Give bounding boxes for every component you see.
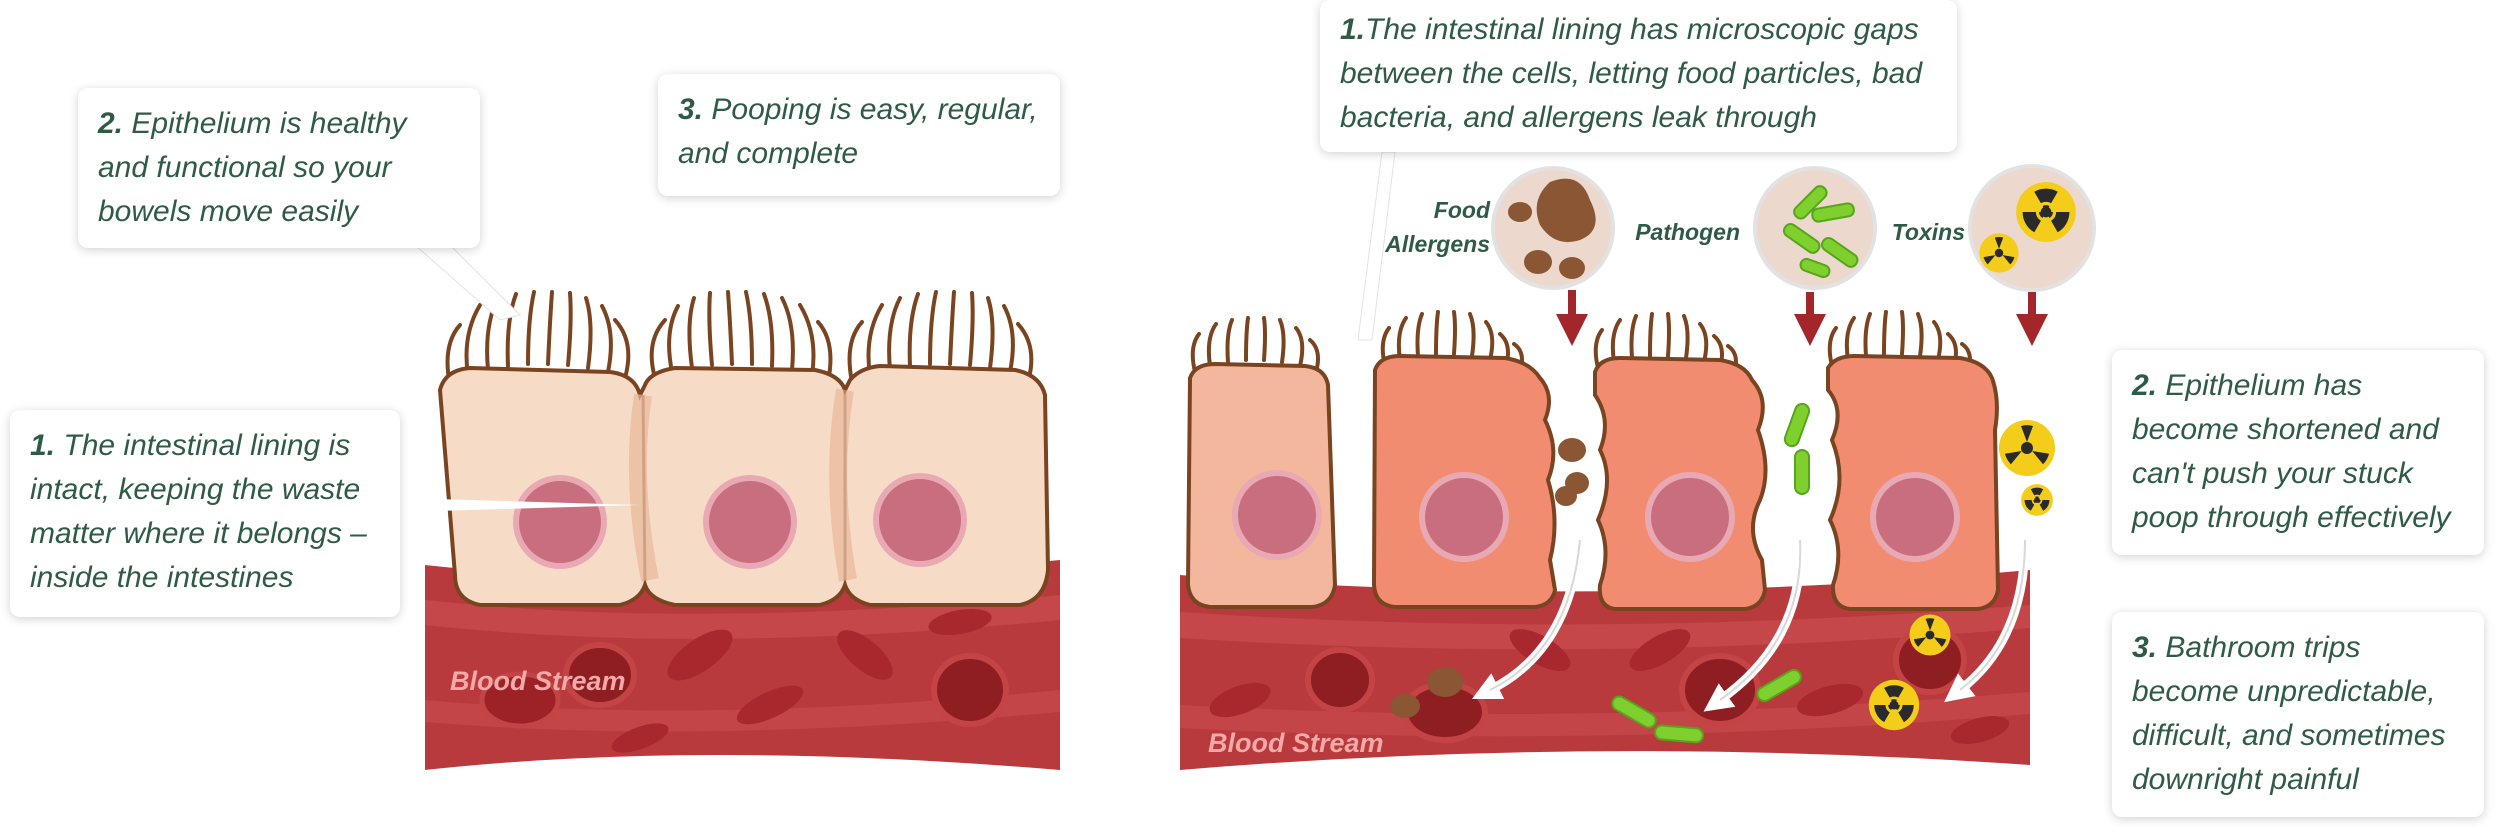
entry-arrows <box>1556 290 2048 346</box>
food-label-line2: Allergens <box>1384 231 1490 257</box>
right-leaky-epithelium <box>1185 310 2055 744</box>
left-callout-3: 3. Pooping is easy, regular, and complet… <box>658 74 1060 196</box>
right-blood-stream: Blood Stream <box>1180 570 2030 770</box>
toxins-label: Toxins <box>1892 219 1965 245</box>
right-callout-2-text: Epithelium has become shortened and can'… <box>2132 369 2451 534</box>
leaking-pathogens <box>1611 402 1811 744</box>
left-callout-2-pointer <box>413 244 521 321</box>
leak-arrow-outlines <box>1489 539 2026 701</box>
leaking-food-particles <box>1390 438 1589 718</box>
left-callout-1-number: 1. <box>30 429 56 462</box>
right-callout-3: 3. Bathroom trips become unpredictable, … <box>2112 612 2484 817</box>
food-label-line1: Food <box>1434 197 1491 223</box>
left-callout-3-text: Pooping is easy, regular, and complete <box>678 93 1038 170</box>
left-callout-2: 2. Epithelium is healthy and functional … <box>78 88 480 248</box>
right-callout-1: 1.The intestinal lining has microscopic … <box>1320 0 1957 152</box>
right-callout-3-number: 3. <box>2132 631 2158 664</box>
right-callout-1-text: The intestinal lining has microscopic ga… <box>1340 13 1923 134</box>
left-nuclei <box>513 473 967 569</box>
food-allergens-circle <box>1491 166 1615 290</box>
left-red-blood-cells <box>479 608 1009 753</box>
right-callout-3-text: Bathroom trips become unpredictable, dif… <box>2132 631 2446 796</box>
right-callout-2-pointer <box>1998 350 2118 430</box>
left-callout-1-pointer <box>400 498 640 512</box>
left-blood-stream-label: Blood Stream <box>450 666 626 696</box>
right-callout-2-number: 2. <box>2132 369 2158 402</box>
pathogen-label: Pathogen <box>1635 219 1740 245</box>
left-microvilli <box>445 290 1034 387</box>
right-microvilli <box>1190 310 1972 376</box>
left-callout-1: 1. The intestinal lining is intact, keep… <box>10 410 400 617</box>
right-nuclei <box>1232 470 1960 562</box>
right-callout-2: 2. Epithelium has become shortened and c… <box>2112 350 2484 555</box>
pathogen-circle <box>1753 166 1877 290</box>
right-callout-1-number: 1. <box>1340 13 1366 46</box>
toxins-circle <box>1968 164 2096 292</box>
left-callout-1-text: The intestinal lining is intact, keeping… <box>30 429 367 594</box>
left-blood-stream: Blood Stream <box>425 560 1060 770</box>
right-blood-stream-label: Blood Stream <box>1208 728 1384 758</box>
left-callout-2-text: Epithelium is healthy and functional so … <box>98 107 407 228</box>
left-callout-3-number: 3. <box>678 93 704 126</box>
left-healthy-epithelium <box>437 290 1051 607</box>
left-callout-2-number: 2. <box>98 107 124 140</box>
right-callout-1-pointer <box>1357 151 1396 341</box>
